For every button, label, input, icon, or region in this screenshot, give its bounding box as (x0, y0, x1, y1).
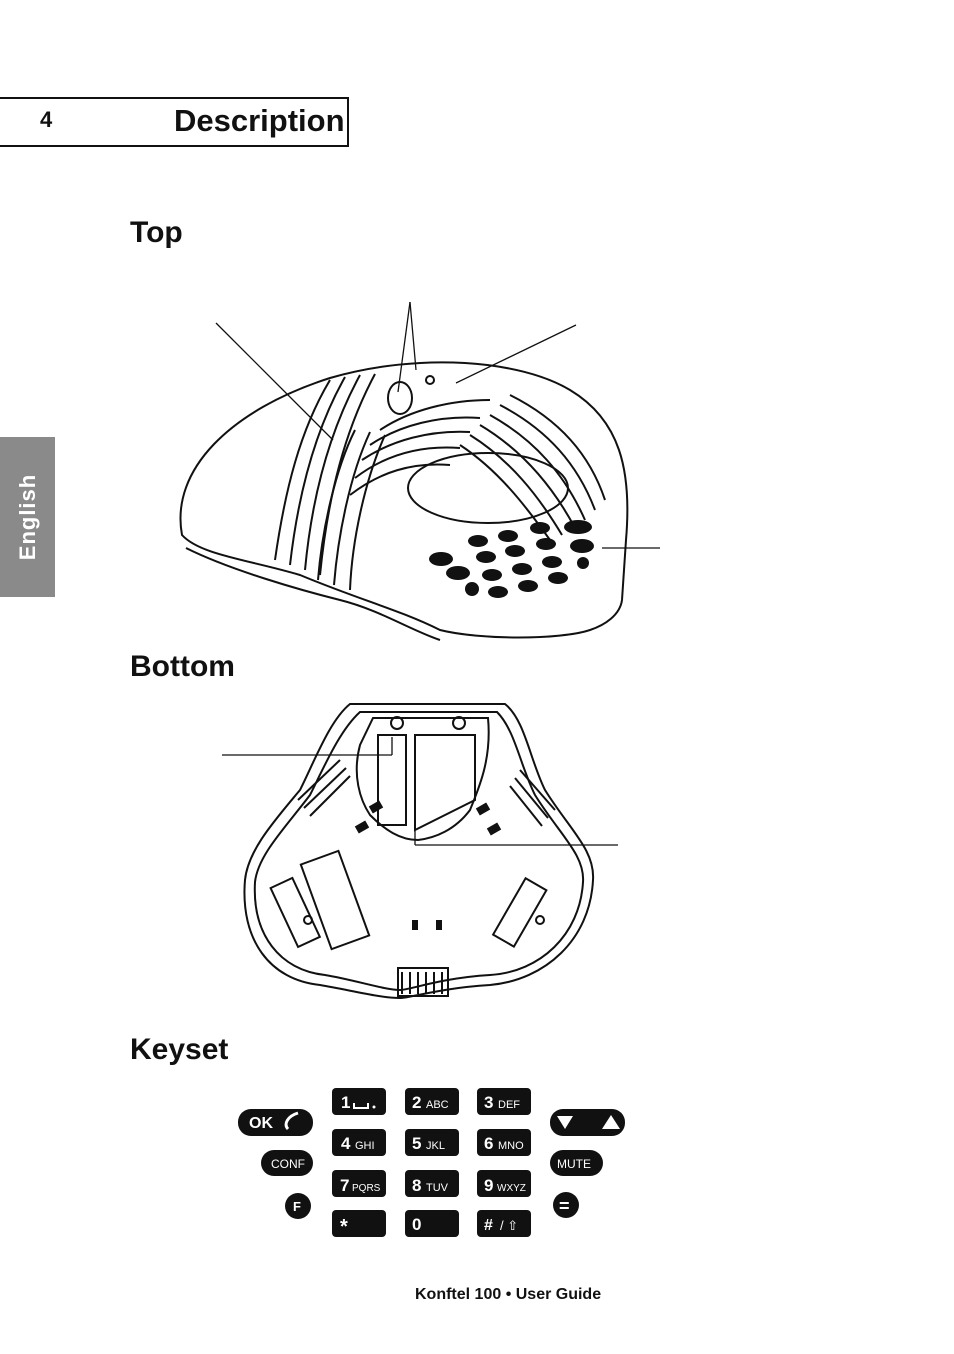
key-9-digit: 9 (484, 1176, 493, 1195)
key-hash[interactable]: # / ⇧ (477, 1210, 531, 1237)
key-0-digit: 0 (412, 1215, 421, 1234)
volume-button[interactable] (550, 1109, 625, 1136)
key-hash-digit: # (484, 1217, 493, 1234)
key-6-digit: 6 (484, 1134, 493, 1153)
mute-label: MUTE (557, 1157, 591, 1171)
page-footer: Konftel 100 • User Guide (415, 1286, 602, 1303)
key-4-digit: 4 (341, 1134, 351, 1153)
key-7-letters: PQRS (352, 1183, 381, 1194)
key-6[interactable]: 6 MNO (477, 1129, 531, 1156)
key-8[interactable]: 8 TUV (405, 1170, 459, 1197)
key-9-letters: WXYZ (497, 1183, 526, 1194)
key-2-digit: 2 (412, 1093, 421, 1112)
key-7-digit: 7 (340, 1176, 349, 1195)
key-hash-letters: / ⇧ (500, 1218, 518, 1233)
equals-button[interactable]: = (553, 1192, 579, 1218)
key-9[interactable]: 9 WXYZ (477, 1170, 531, 1197)
key-4-letters: GHI (355, 1140, 375, 1152)
key-2[interactable]: 2 ABC (405, 1088, 459, 1115)
f-button[interactable]: F (285, 1193, 311, 1219)
phone-handset-icon (284, 1111, 299, 1131)
key-star[interactable]: * (332, 1210, 386, 1238)
key-5[interactable]: 5 JKL (405, 1129, 459, 1156)
key-8-digit: 8 (412, 1176, 421, 1195)
mute-button[interactable]: MUTE (550, 1150, 603, 1176)
chapter-header: 4 Description (0, 97, 349, 147)
key-7[interactable]: 7 PQRS (332, 1170, 386, 1197)
key-2-letters: ABC (426, 1099, 449, 1111)
language-tab-label: English (14, 473, 40, 561)
volume-up-icon (602, 1115, 620, 1129)
key-8-letters: TUV (426, 1182, 449, 1194)
key-1[interactable]: 1 (332, 1088, 386, 1115)
key-4[interactable]: 4 GHI (332, 1129, 386, 1156)
key-0[interactable]: 0 (405, 1210, 459, 1237)
key-5-letters: JKL (426, 1140, 445, 1152)
language-tab: English (0, 437, 55, 597)
chapter-title: Description (174, 103, 345, 138)
key-3[interactable]: 3 DEF (477, 1088, 531, 1115)
space-icon (353, 1103, 369, 1109)
ok-label: OK (249, 1115, 273, 1132)
key-1-digit: 1 (341, 1093, 350, 1112)
ok-button[interactable]: OK (238, 1109, 313, 1136)
volume-down-icon (557, 1116, 573, 1129)
equals-label: = (559, 1196, 570, 1216)
conf-label: CONF (271, 1157, 305, 1171)
section-heading-bottom: Bottom (130, 650, 235, 683)
f-label: F (293, 1199, 301, 1214)
key-6-letters: MNO (498, 1140, 524, 1152)
section-heading-top: Top (130, 216, 183, 249)
section-heading-keyset: Keyset (130, 1033, 229, 1066)
key-star-digit: * (340, 1216, 348, 1238)
conf-button[interactable]: CONF (261, 1150, 313, 1176)
key-3-digit: 3 (484, 1093, 493, 1112)
chapter-number: 4 (40, 107, 53, 132)
key-5-digit: 5 (412, 1134, 421, 1153)
key-3-letters: DEF (498, 1099, 520, 1111)
